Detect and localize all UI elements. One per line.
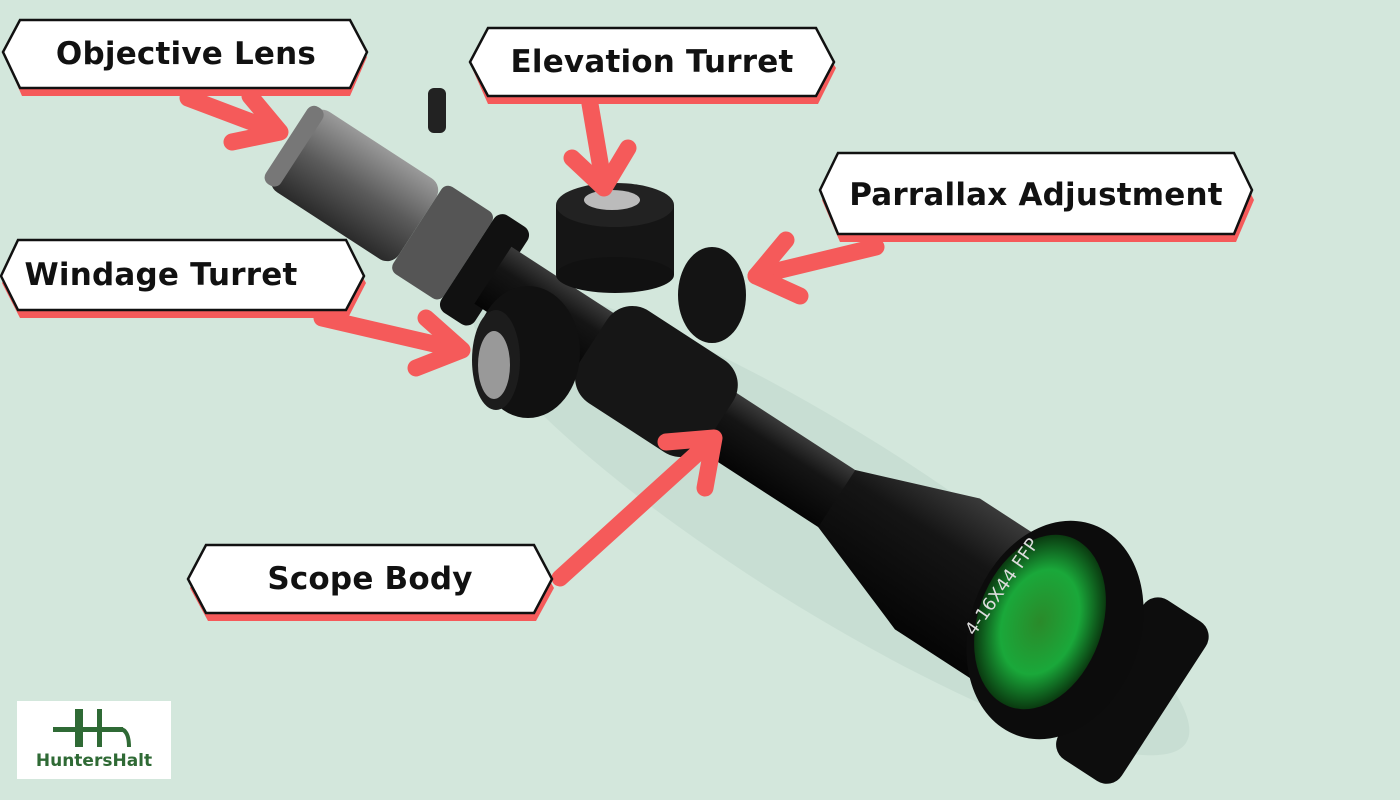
hunters-halt-logo: HuntersHalt [17, 701, 171, 779]
elevation-turret-label: Elevation Turret [510, 44, 794, 80]
elevation-turret-image [556, 183, 674, 293]
parallax-adjustment-label: Parrallax Adjustment [849, 176, 1223, 213]
parallax-adjustment-arrow [747, 231, 885, 305]
logo-text: HuntersHalt [35, 751, 153, 771]
objective-bell [1056, 597, 1209, 784]
logo-emblem-icon [53, 709, 131, 748]
elevation-turret-arrow [563, 95, 637, 197]
windage-turret-arrow [313, 309, 471, 377]
scope-body-arrow [551, 429, 723, 587]
objective-lens-glass [974, 534, 1106, 710]
illumination-knob [428, 88, 446, 133]
windage-turret-label-box [0, 238, 366, 318]
objective-lens-label: Objective Lens [55, 36, 317, 72]
windage-turret-image [472, 286, 580, 418]
ocular-housing [270, 109, 439, 262]
objective-lens-arrow [179, 87, 289, 151]
parallax-knob-image [678, 247, 746, 343]
scope-body-label-box [186, 543, 554, 621]
windage-turret-label: Windage Turret [24, 257, 298, 293]
parallax-adjustment-label-box [818, 151, 1254, 242]
scope-body-label: Scope Body [267, 561, 473, 597]
objective-lens-label-box [1, 18, 369, 96]
elevation-turret-label-box [468, 26, 836, 104]
